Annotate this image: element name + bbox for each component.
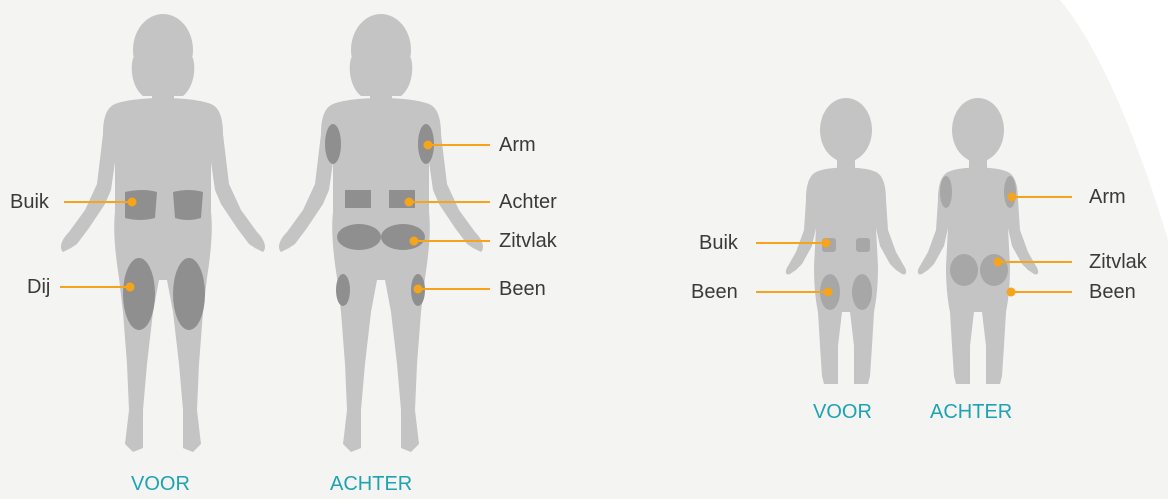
site-dij-left <box>123 258 155 330</box>
label-child-been-front: Been <box>691 282 738 302</box>
label-child-zitvlak: Zitvlak <box>1089 252 1147 272</box>
label-achter: Achter <box>499 192 557 212</box>
label-dij: Dij <box>27 277 50 297</box>
caption-adult-front: VOOR <box>131 474 190 494</box>
site-zitvlak-left <box>337 224 381 250</box>
label-been: Been <box>499 279 546 299</box>
site-buik-right <box>173 190 203 220</box>
site-been-left <box>336 274 350 306</box>
label-arm: Arm <box>499 135 536 155</box>
site-arm-left <box>325 124 341 164</box>
site-child-zitvlak-left <box>950 254 978 286</box>
label-child-been-back: Been <box>1089 282 1136 302</box>
site-zitvlak-right <box>381 224 425 250</box>
site-child-arm-left <box>940 176 952 208</box>
site-child-zitvlak-right <box>980 254 1008 286</box>
site-child-buik-right <box>856 238 870 252</box>
caption-child-front: VOOR <box>813 402 872 422</box>
site-child-been-right <box>852 274 872 310</box>
caption-child-back: ACHTER <box>930 402 1012 422</box>
site-dij-right <box>173 258 205 330</box>
label-zitvlak: Zitvlak <box>499 231 557 251</box>
label-child-buik: Buik <box>699 233 738 253</box>
site-child-arm-right <box>1004 176 1016 208</box>
caption-adult-back: ACHTER <box>330 474 412 494</box>
label-buik: Buik <box>10 192 49 212</box>
site-achter-left <box>345 190 371 208</box>
label-child-arm: Arm <box>1089 187 1126 207</box>
